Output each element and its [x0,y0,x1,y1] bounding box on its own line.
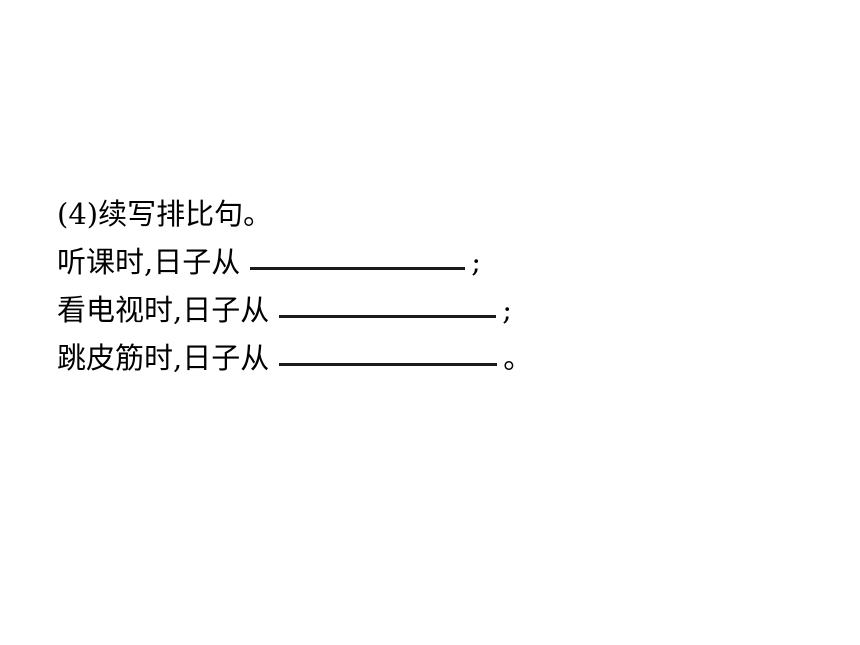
sentence-prompt: 看电视时,日子从 [57,293,270,327]
sentence-prompt: 跳皮筋时,日子从 [57,341,270,375]
answer-blank[interactable] [250,241,466,270]
sentence-line-2: 看电视时,日子从 ; [57,286,817,334]
sentence-prompt: 听课时,日子从 [57,245,241,279]
heading-text: (4)续写排比句。 [57,197,273,231]
answer-blank[interactable] [279,337,498,366]
sentence-end-punctuation: ; [502,293,512,327]
exercise-heading: (4)续写排比句。 [57,190,817,238]
sentence-end-punctuation: 。 [503,341,533,375]
answer-blank[interactable] [279,289,497,318]
sentence-end-punctuation: ; [471,245,481,279]
sentence-line-1: 听课时,日子从 ; [57,238,817,286]
exercise-block: (4)续写排比句。 听课时,日子从 ; 看电视时,日子从 ; 跳皮筋时,日子从 … [57,190,817,382]
sentence-line-3: 跳皮筋时,日子从 。 [57,334,817,382]
